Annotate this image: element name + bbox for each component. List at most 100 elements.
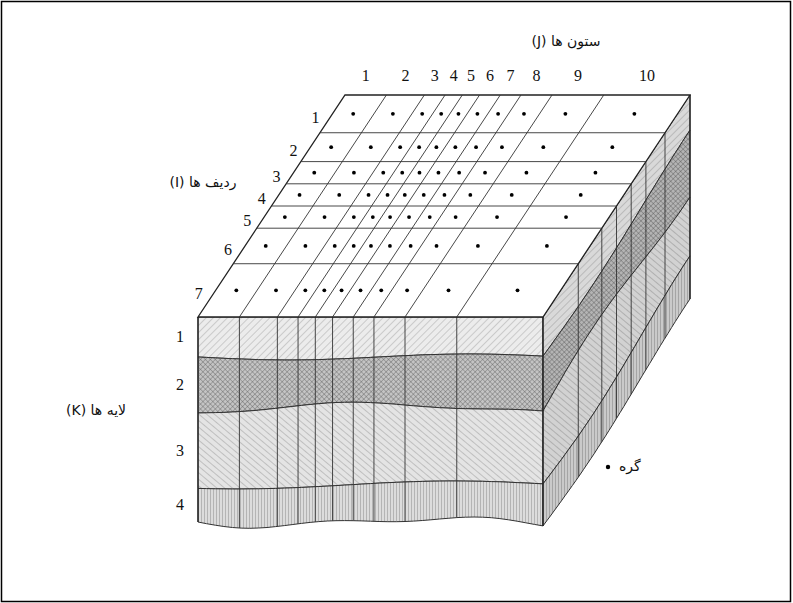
index-number: 1 [362, 67, 370, 85]
grid-node [428, 215, 432, 219]
edge-line [542, 317, 543, 526]
grid-node [439, 112, 443, 116]
grid-node [303, 288, 307, 292]
grid-node [367, 193, 371, 197]
column-line [405, 317, 406, 522]
grid-node [594, 171, 598, 175]
index-number: 7 [507, 67, 515, 85]
grid-node [388, 244, 392, 248]
row-line [320, 132, 665, 133]
top-face [198, 95, 690, 317]
column-line [373, 317, 374, 521]
grid-node [352, 171, 356, 175]
row-line [645, 162, 646, 370]
index-number: 3 [176, 442, 184, 460]
index-number: 10 [639, 67, 655, 85]
grid-node [369, 244, 373, 248]
grid-node [351, 112, 355, 116]
row-line [257, 228, 602, 229]
grid-node [403, 193, 407, 197]
grid-node [400, 171, 404, 175]
grid-node [476, 112, 480, 116]
grid-node [564, 215, 568, 219]
grid-node [312, 171, 316, 175]
grid-node [322, 288, 326, 292]
column-line [332, 317, 333, 521]
grid-node [381, 171, 385, 175]
grid-node [386, 193, 390, 197]
index-number: 3 [431, 67, 439, 85]
grid-node [274, 288, 278, 292]
grid-node [409, 244, 413, 248]
grid-node [388, 215, 392, 219]
grid-node [333, 244, 337, 248]
grid-node [541, 145, 545, 149]
grid-node [457, 112, 461, 116]
column-line [353, 317, 354, 521]
grid-node [610, 145, 614, 149]
row-line [272, 206, 617, 207]
grid-node [453, 145, 457, 149]
grid-node [329, 145, 333, 149]
index-number: 7 [195, 286, 203, 304]
index-number: 1 [312, 109, 320, 127]
grid-node [379, 288, 383, 292]
grid-node [340, 288, 344, 292]
axis-title: ردیف ها (I) [169, 175, 236, 190]
grid-node [435, 244, 439, 248]
grid-node [420, 112, 424, 116]
index-number: 1 [176, 328, 184, 346]
index-number: 8 [532, 67, 540, 85]
row-line [286, 183, 631, 184]
grid-node [516, 288, 520, 292]
column-line [239, 317, 240, 528]
front-layer [198, 317, 543, 360]
row-line [631, 184, 632, 394]
column-line [277, 317, 278, 526]
grid-node [563, 112, 567, 116]
index-number: 2 [176, 376, 184, 394]
grid-node [525, 171, 529, 175]
index-number: 9 [574, 67, 582, 85]
grid-node [407, 215, 411, 219]
column-line [298, 317, 299, 524]
grid-node [264, 244, 268, 248]
grid-node [632, 112, 636, 116]
grid-node [545, 244, 549, 248]
index-number: 2 [289, 142, 297, 160]
grid-node [391, 112, 395, 116]
grid-node [500, 145, 504, 149]
index-number: 5 [243, 212, 251, 230]
grid-node [434, 145, 438, 149]
grid-node [422, 193, 426, 197]
index-number: 4 [258, 190, 266, 208]
index-number: 6 [486, 67, 494, 85]
index-number: 6 [224, 241, 232, 259]
grid-node [337, 193, 341, 197]
grid-node [323, 215, 327, 219]
axis-title: ستون ها (J) [531, 34, 600, 49]
grid-node [352, 215, 356, 219]
grid-node [405, 288, 409, 292]
index-number: 5 [467, 67, 475, 85]
front-layer [198, 402, 543, 489]
column-line [315, 317, 316, 522]
grid-node [437, 171, 441, 175]
grid-node [283, 215, 287, 219]
edge-line [689, 95, 690, 299]
legend-dot [606, 465, 610, 469]
front-layer [198, 481, 543, 528]
column-line [456, 317, 457, 518]
grid-node [369, 145, 373, 149]
grid-node [483, 171, 487, 175]
grid-node [418, 171, 422, 175]
index-number: 3 [273, 168, 281, 186]
index-number: 4 [450, 67, 458, 85]
grid-node [474, 145, 478, 149]
row-line [601, 228, 602, 442]
grid-node [443, 193, 447, 197]
grid-node [371, 215, 375, 219]
grid-node [457, 171, 461, 175]
